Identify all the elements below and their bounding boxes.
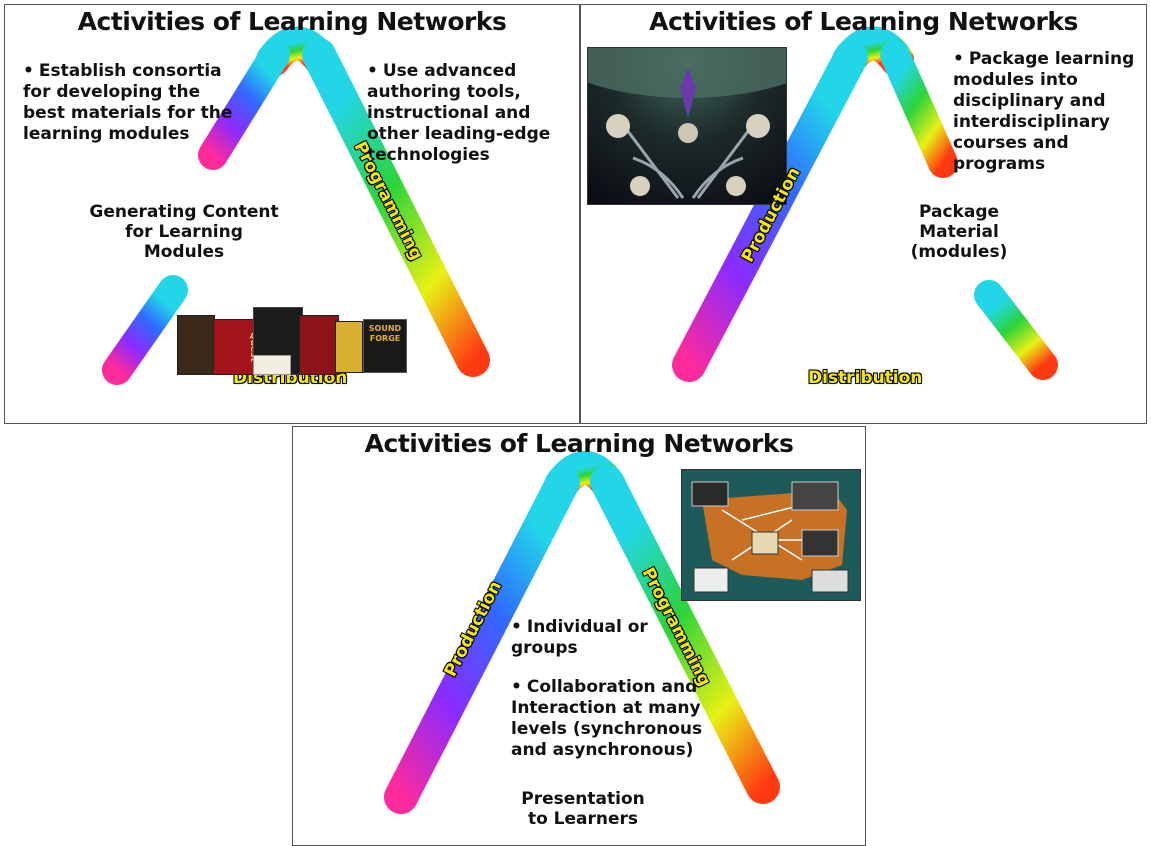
center-label: Package Material (modules)	[910, 202, 1008, 262]
slide-title: Activities of Learning Networks	[77, 7, 507, 36]
center-label: Presentation to Learners	[521, 789, 645, 829]
box-1	[177, 315, 215, 375]
side-label-distribution: Distribution	[808, 368, 923, 388]
software-boxes-image: Quest SOUND FORGE	[175, 303, 410, 375]
bullet-authoring: •Use advanced authoring tools, instructi…	[367, 61, 551, 165]
bullet-consortia: •Establish consortia for developing the …	[23, 61, 233, 144]
rainbow-triangle	[384, 451, 780, 814]
slide-title: Activities of Learning Networks	[364, 429, 794, 458]
bullet-individual: •Individual or groups	[511, 617, 648, 658]
bullet-text: Package learning modules into disciplina…	[953, 49, 1135, 174]
satellite-illustration	[588, 48, 786, 199]
slide-presentation-to-learners: Activities of Learning Networks •Individ…	[292, 426, 866, 846]
bullet-text: Individual or groups	[511, 617, 648, 658]
slide-title: Activities of Learning Networks	[649, 7, 1078, 36]
box-5	[335, 321, 363, 373]
bullet-text: Collaboration and Interaction at many le…	[511, 677, 703, 760]
rainbow-triangle	[672, 26, 1062, 392]
satellite-network-image	[587, 47, 787, 205]
box-label: SOUND FORGE	[368, 324, 402, 343]
box-sound-forge: SOUND FORGE	[363, 319, 407, 373]
slide-generating-content: Activities of Learning Networks •Establi…	[4, 4, 580, 424]
bullet-text: Establish consortia for developing the b…	[23, 61, 233, 144]
us-network-map-image	[681, 469, 861, 601]
map-illustration	[691, 481, 849, 593]
bullet-collaboration: •Collaboration and Interaction at many l…	[511, 677, 703, 760]
cd-card	[253, 355, 291, 375]
bullet-text: Use advanced authoring tools, instructio…	[367, 61, 551, 165]
rainbow-triangle	[100, 26, 490, 392]
center-label: Generating Content for Learning Modules	[89, 202, 279, 262]
bullet-package: •Package learning modules into disciplin…	[953, 49, 1135, 174]
box-4	[299, 315, 339, 375]
slide-package-material: Activities of Learning Networks •Package…	[580, 4, 1147, 424]
